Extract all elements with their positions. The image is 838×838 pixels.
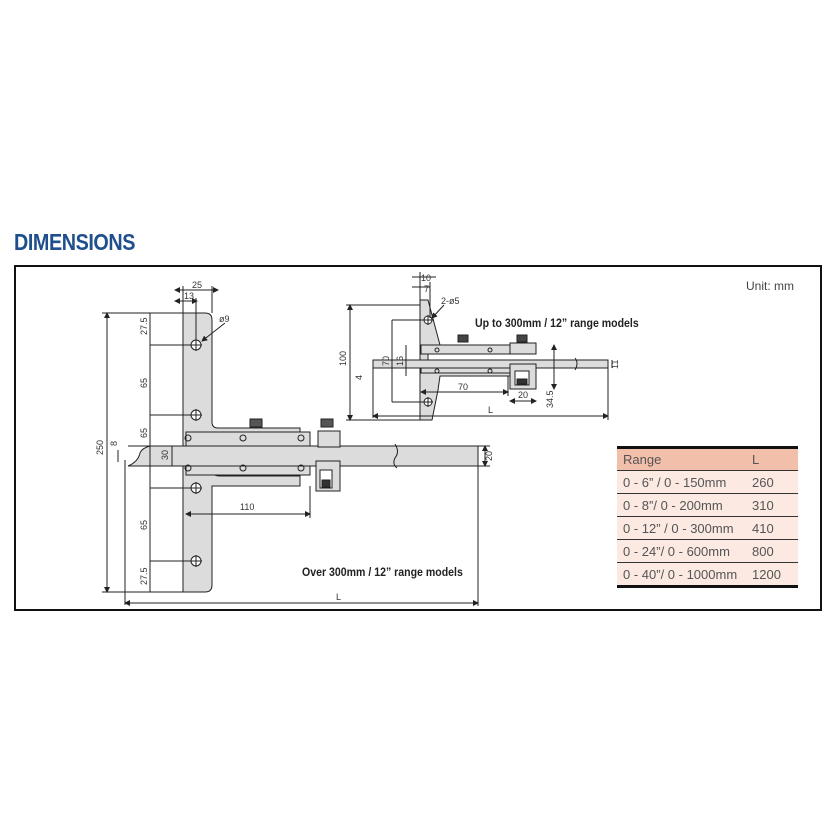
caption-small-model: Up to 300mm / 12” range models [475, 316, 639, 330]
cell-l: 260 [746, 470, 798, 494]
dim-large-seg-upper: 65 [139, 378, 149, 388]
dim-small-top-offset: 7 [424, 284, 429, 294]
dim-small-slider-width: 20 [518, 390, 528, 400]
dim-small-rule-width: 11 [610, 360, 620, 369]
dim-small-length: L [488, 405, 493, 415]
dimensions-frame [14, 265, 822, 611]
table-row: 0 - 8”/ 0 - 200mm 310 [617, 493, 798, 517]
dim-small-base-thickness: 4 [354, 375, 364, 380]
caption-large-model: Over 300mm / 12” range models [302, 565, 463, 579]
dim-small-holes: 2-ø5 [441, 296, 460, 306]
table-row: 0 - 6” / 0 - 150mm 260 [617, 470, 798, 494]
dim-small-slot: 16 [395, 356, 405, 366]
cell-range: 0 - 8”/ 0 - 200mm [617, 493, 746, 517]
cell-range: 0 - 12” / 0 - 300mm [617, 516, 746, 540]
range-table: Range L 0 - 6” / 0 - 150mm 260 0 - 8”/ 0… [617, 446, 798, 588]
unit-label: Unit: mm [746, 279, 794, 293]
table-row: 0 - 40”/ 0 - 1000mm 1200 [617, 562, 798, 588]
page-title: DIMENSIONS [14, 229, 135, 255]
cell-range: 0 - 24”/ 0 - 600mm [617, 539, 746, 563]
dim-large-top-width: 25 [192, 280, 202, 290]
dim-large-seg-lower: 65 [139, 520, 149, 530]
dim-large-reach: 110 [240, 502, 254, 512]
table-header-row: Range L [617, 446, 798, 471]
dim-large-seg-mid: 65 [139, 428, 149, 438]
dim-large-seg-bottom: 27.5 [139, 567, 149, 585]
dim-large-seg-top: 27.5 [139, 317, 149, 335]
table-row: 0 - 12” / 0 - 300mm 410 [617, 516, 798, 540]
dim-large-hole-dia: ø9 [219, 314, 230, 324]
dim-large-length: L [336, 592, 341, 602]
header-range: Range [617, 446, 746, 471]
table-row: 0 - 24”/ 0 - 600mm 800 [617, 539, 798, 563]
dim-large-top-offset: 13 [184, 291, 194, 301]
dim-small-reach: 70 [458, 382, 468, 392]
cell-l: 1200 [746, 562, 798, 588]
cell-range: 0 - 6” / 0 - 150mm [617, 470, 746, 494]
cell-l: 410 [746, 516, 798, 540]
dim-large-slot: 30 [160, 450, 170, 460]
cell-range: 0 - 40”/ 0 - 1000mm [617, 562, 746, 588]
dim-large-rule-width: 20 [484, 451, 494, 461]
cell-l: 310 [746, 493, 798, 517]
large-depth-gauge [102, 286, 490, 606]
dim-small-total-height: 100 [338, 351, 348, 366]
dim-small-slider-drop: 34.5 [545, 390, 555, 408]
dim-large-base-thickness: 8 [109, 441, 119, 446]
small-depth-gauge [346, 272, 613, 421]
dim-small-top-width: 10 [421, 273, 431, 283]
dim-large-total-height: 250 [95, 440, 105, 455]
dim-small-hole-span: 70 [381, 356, 391, 366]
header-l: L [746, 446, 798, 471]
cell-l: 800 [746, 539, 798, 563]
